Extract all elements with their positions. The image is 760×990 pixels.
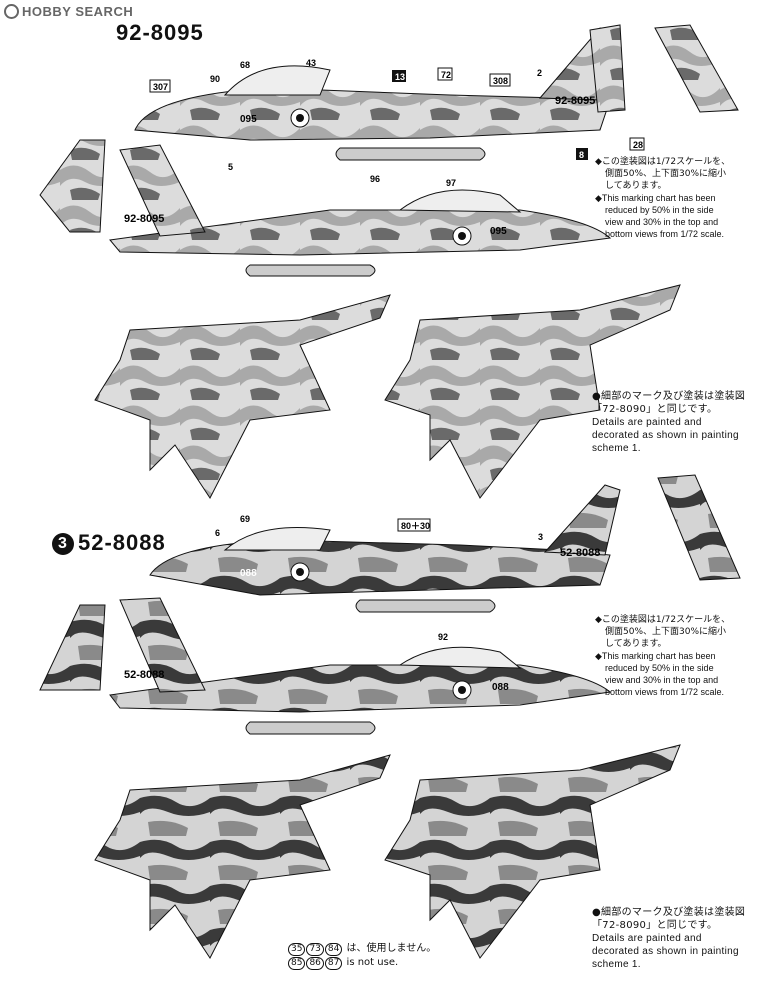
callout-68: 68: [240, 60, 250, 70]
s3-tail-code: 52-8088: [560, 547, 600, 559]
scale-note-jp-1: この塗装図は1/72スケールを、: [601, 157, 731, 167]
callout-labels: 307 308 72 13 8 28 90 68 43 5 2 96 97 6 …: [149, 58, 645, 642]
scale-note-en-4: bottom views from 1/72 scale.: [605, 229, 725, 239]
unused-num-86: 86: [306, 957, 324, 970]
s2-tail-code: 92-8095: [555, 95, 595, 107]
callout-3: 3: [538, 532, 543, 542]
s3-nose-code: 088: [240, 568, 257, 579]
unused-num-85: 85: [288, 957, 306, 970]
s3-nose-code-right: 088: [492, 682, 509, 693]
unused-num-84: 84: [324, 943, 343, 956]
s3-tail-fin-side: [39, 604, 106, 691]
detail-note-2-jp-1: 細部のマーク及び塗装は塗装図: [601, 907, 746, 918]
detail-note-en-3: scheme 1.: [592, 443, 641, 454]
s2-nose-code-right: 095: [490, 226, 507, 237]
s3-bottom-view: [384, 744, 681, 959]
callout-308: 308: [493, 76, 508, 86]
callout-28: 28: [633, 140, 643, 150]
scale-note-2-jp-1: この塗装図は1/72スケールを、: [601, 615, 731, 625]
unused-note-en: is not use.: [346, 957, 399, 968]
s3-tail-code-right: 52-8088: [124, 669, 164, 681]
callout-69: 69: [240, 514, 250, 524]
scale-note-2-jp-2: 側面50%、上下面30%に縮小: [605, 627, 727, 637]
detail-note-2-en-2: decorated as shown in painting: [592, 946, 739, 957]
magnifier-icon: [4, 4, 19, 19]
callout-5: 5: [228, 162, 233, 172]
watermark-text: HOBBY SEARCH: [22, 4, 134, 19]
s2-bottom-view: [384, 284, 681, 499]
scale-note-en-1: This marking chart has been: [601, 193, 716, 203]
detail-note-2-en-3: scheme 1.: [592, 959, 641, 970]
scale-note-2: ◆この塗装図は1/72スケールを、 側面50%、上下面30%に縮小 してあります…: [595, 614, 755, 698]
detail-note: ●細部のマーク及び塗装は塗装図 「72-8090」と同じです。 Details …: [592, 390, 757, 455]
detail-note-2-jp-2: 「72-8090」と同じです。: [592, 920, 718, 931]
scheme-3-serial-text: 52-8088: [78, 530, 166, 555]
s2-nose-code: 095: [240, 114, 257, 125]
detail-note-jp-1: 細部のマーク及び塗装は塗装図: [601, 391, 746, 402]
scale-note-en-3: view and 30% in the top and: [605, 217, 719, 227]
callout-97: 97: [446, 178, 456, 188]
s2-tail-fin-right: [654, 24, 739, 113]
scale-note-2-jp-3: してあります。: [605, 639, 667, 649]
callout-80-30: 80＋30: [401, 521, 430, 531]
detail-note-jp-2: 「72-8090」と同じです。: [592, 404, 718, 415]
scheme-2-serial: 92-8095: [116, 20, 204, 45]
callout-8: 8: [579, 150, 584, 160]
callout-92: 92: [438, 632, 448, 642]
s3-top-view: [94, 754, 391, 959]
callout-43: 43: [306, 58, 316, 68]
scale-note: ◆この塗装図は1/72スケールを、 側面50%、上下面30%に縮小 してあります…: [595, 156, 755, 240]
unused-note-jp: は、使用しません。: [346, 943, 437, 954]
scale-note-2-en-2: reduced by 50% in the side: [605, 663, 714, 673]
s2-top-view: [94, 294, 391, 499]
s3-side-view-left: 088 52-8088: [149, 484, 621, 613]
scale-note-jp-3: してあります。: [605, 181, 667, 191]
callout-6: 6: [215, 528, 220, 538]
s2-tail-fin-side: [39, 139, 106, 233]
scale-note-2-en-3: view and 30% in the top and: [605, 675, 719, 685]
watermark-logo: HOBBY SEARCH: [4, 4, 133, 19]
s3-side-view-right: 088 52-8088: [109, 597, 612, 735]
callout-13: 13: [395, 72, 405, 82]
callout-90: 90: [210, 74, 220, 84]
callout-96: 96: [370, 174, 380, 184]
detail-note-2: ●細部のマーク及び塗装は塗装図 「72-8090」と同じです。 Details …: [592, 906, 757, 971]
scheme-number-badge: 3: [52, 533, 74, 555]
scale-note-2-en-4: bottom views from 1/72 scale.: [605, 687, 725, 697]
s2-side-view-left: 095 92-8095: [134, 27, 611, 161]
detail-note-en-1: Details are painted and: [592, 417, 702, 428]
callout-307: 307: [153, 82, 168, 92]
s2-side-view-right: 095 92-8095: [109, 144, 612, 277]
unused-num-73: 73: [306, 943, 324, 956]
detail-note-2-en-1: Details are painted and: [592, 933, 702, 944]
detail-note-en-2: decorated as shown in painting: [592, 430, 739, 441]
unused-num-35: 35: [288, 943, 306, 956]
s3-tail-fin-right: [657, 474, 741, 581]
unused-num-87: 87: [324, 957, 343, 970]
callout-72: 72: [441, 70, 451, 80]
s2-tail-code-right: 92-8095: [124, 213, 164, 225]
scale-note-2-en-1: This marking chart has been: [601, 651, 716, 661]
scale-note-jp-2: 側面50%、上下面30%に縮小: [605, 169, 727, 179]
callout-2: 2: [537, 68, 542, 78]
s2-tail-fin-left: [589, 24, 626, 113]
scale-note-en-2: reduced by 50% in the side: [605, 205, 714, 215]
